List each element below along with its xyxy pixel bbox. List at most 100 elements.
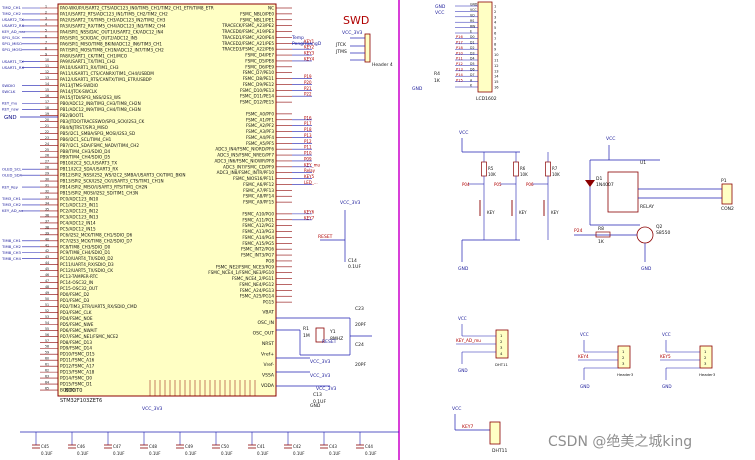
connector-type: Header3 xyxy=(699,372,716,377)
connector-net: KEY_AD_mu xyxy=(456,338,481,343)
bottom-cap-val: 0.1UF xyxy=(329,451,341,456)
bottom-right-connector: VCC KEY7 DHT11 xyxy=(452,406,507,454)
right-net-label: KEY3 xyxy=(304,51,315,56)
right-net-label: KEY4 xyxy=(304,56,315,61)
lcd-gnd2: GND xyxy=(412,86,423,92)
right-net-label: P13 xyxy=(304,133,312,138)
mcu-pin-left: PB3/JTDO/TRACESWO/SPI3_SCK/I2S3_CK xyxy=(60,119,145,124)
connector-body xyxy=(699,345,713,369)
mcu-pin-left: PD8/FSMC_D13 xyxy=(60,340,92,345)
connector-net: KEY4 xyxy=(578,354,589,359)
mcu-pin-right: FSMC_D5/PE8 xyxy=(245,58,274,63)
bottom-cap-ref: C48 xyxy=(149,444,157,449)
mcu-pin-num: 33 xyxy=(45,196,49,200)
mcu-pin-left: PD13/FSMC_A18 xyxy=(60,370,95,375)
crystal-y-val: 8MHZ xyxy=(330,336,343,342)
connector-pin: 3 xyxy=(500,345,503,350)
mcu-pin-left: PB15/SPI2_MOSI/I2S2_SD/TIM1_CH3N xyxy=(60,191,138,196)
bottom-cap-val: 0.1UF xyxy=(185,451,197,456)
relay-q-val: S8550 xyxy=(656,230,670,236)
mcu-pin-right: FSMC_A2/PF2 xyxy=(246,123,274,128)
connector-type: DHT11 xyxy=(495,362,509,367)
mcu-pin-right: ADC3_IN7/FSMC_CD/PF9 xyxy=(223,164,274,169)
mcu-pin-left: PB7/I2C1_SDA/FSMC_NADV/TIM4_CH2 xyxy=(60,143,139,148)
lcd-r-val: 1K xyxy=(434,78,441,84)
mcu-pin-num: 60 xyxy=(45,357,49,361)
right-net-label: KEY_mu xyxy=(304,162,320,167)
relay-diode-ref: D1 xyxy=(596,176,602,182)
mcu-pin-left: PC6/I2S2_MCK/TIM8_CH1/SDIO_D6 xyxy=(60,232,133,237)
mcu-pin-right: FSMC_A15/PG5 xyxy=(242,241,274,246)
mcu-pin-num: 26 xyxy=(45,154,49,158)
mcu-pin-left: PB6/I2C1_SCL/TIM4_CH1 xyxy=(60,137,112,142)
lcd-pin-num: 7 xyxy=(494,37,496,41)
reset-section: VCC_3V3 RESET C14 0.1UF xyxy=(318,200,361,270)
mcu-pin-left: PD3/FSMC_CLK xyxy=(60,310,92,315)
mcu-pin-left: PC1/ADC123_IN11 xyxy=(60,202,99,207)
lcd-net: P14 xyxy=(456,73,463,77)
mcu-pin-left: PA14/JTCK-SWCLK xyxy=(60,89,97,94)
connector-type: Header3 xyxy=(617,372,634,377)
bottom-cap-ref: C43 xyxy=(329,444,337,449)
lcd-pin-name: D7 xyxy=(470,73,474,77)
mcu-pin-right: FSMC_INT3/PG7 xyxy=(241,253,274,258)
vdda-vcc: VCC_3V3 xyxy=(316,386,337,392)
lcd-net: P18 xyxy=(456,46,463,50)
reset-cap-val: 0.1UF xyxy=(348,264,361,270)
mcu-pin-num: 36 xyxy=(45,213,49,217)
left-net-label: USART1_TX xyxy=(2,59,24,64)
gnd-label-left: GND xyxy=(4,115,17,121)
mcu-left-pins: PA0-WKUP/USART2_CTS/ADC123_IN0/TIM5_CH1/… xyxy=(40,5,214,393)
lcd-pin-num: 14 xyxy=(494,75,499,79)
mcu-pin-right: FSMC_D11/PE14 xyxy=(240,94,274,99)
mcu-body xyxy=(57,3,277,397)
mcu-pin-left: PC15-OSC32_OUT xyxy=(60,286,98,291)
relay-u-ref: U1 xyxy=(640,160,646,166)
lcd-section: LCD1602 1GND2VCC3VO4RS5RW6E7D08D19D210D3… xyxy=(412,1,499,102)
bottom-cap-val: 0.1UF xyxy=(365,451,377,456)
lcd-pin-name: RW xyxy=(470,24,476,28)
lcd-pin-num: 8 xyxy=(494,42,497,46)
mcu-pin-right: FSMC_A14/PG4 xyxy=(242,235,274,240)
connector-net: KEY5 xyxy=(660,354,671,359)
lcd-pin-name: VCC xyxy=(470,8,477,12)
keys-gnd: GND xyxy=(458,266,469,272)
keys-vcc: VCC xyxy=(459,130,468,136)
p6-type: DHT11 xyxy=(492,448,507,454)
swd-vcc-label: VCC_3V3 xyxy=(342,30,363,36)
reset-net: RESET xyxy=(318,234,333,240)
crystal-vcc1: VCC_3V3 xyxy=(310,359,331,365)
mcu-pin-left: PB0/ADC12_IN8/TIM3_CH3/TIM8_CH2N xyxy=(60,101,141,106)
bottom-cap-ref: C47 xyxy=(113,444,121,449)
lcd-pins: 1GND2VCC3VO4RS5RW6E7D08D19D210D311D412D5… xyxy=(455,3,499,90)
mcu-pin-right: TRACED0/FSMC_A19/PE3 xyxy=(221,29,274,34)
lcd-net: P11 xyxy=(456,57,463,61)
relay-r-val: 1K xyxy=(598,239,605,245)
mcu-pin-num: 64 xyxy=(45,381,49,385)
mcu-pin-num: 35 xyxy=(45,207,49,211)
connector-pin: 3 xyxy=(704,361,707,366)
left-net-label: USART2_TX xyxy=(2,17,24,22)
mcu-pin-num: 37 xyxy=(45,219,49,223)
mcu-pin-right: FSMC_A5/PF5 xyxy=(246,141,274,146)
mcu-pin-num: 27 xyxy=(45,160,49,164)
mcu-pin-right: ADC3_IN5/FSMC_NREG/PF7 xyxy=(217,153,274,158)
left-net-label: OLED_SDA xyxy=(2,172,23,177)
mcu-pin-right-bottom: OSC_IN xyxy=(258,320,274,326)
key-r-val: 10K xyxy=(520,172,528,177)
lcd-net: P10 xyxy=(456,51,463,55)
mcu-pin-right: ADC3_IN4/FSMC_NIORD/PF6 xyxy=(215,147,274,152)
mcu-pin-num: 28 xyxy=(45,166,49,170)
lcd-pin-num: 1 xyxy=(494,5,496,9)
right-net-label: P09 xyxy=(304,156,312,161)
mcu-pin-right: FSMC_NE2/FSMC_NCE3/PG9 xyxy=(216,264,275,269)
mcu-pin-num: 53 xyxy=(45,315,49,319)
mcu-pin-num: 47 xyxy=(45,279,49,283)
mcu-pin-right: TRACECK/FSMC_A23/PE2 xyxy=(221,23,274,28)
mcu-pin-right: FSMC_D8/PE11 xyxy=(243,76,275,81)
mcu-pin-num: 14 xyxy=(45,82,49,86)
mcu-pin-num: 10 xyxy=(45,58,49,62)
crystal-c1-ref: C23 xyxy=(355,306,364,312)
connector-vcc: VCC xyxy=(458,316,467,321)
